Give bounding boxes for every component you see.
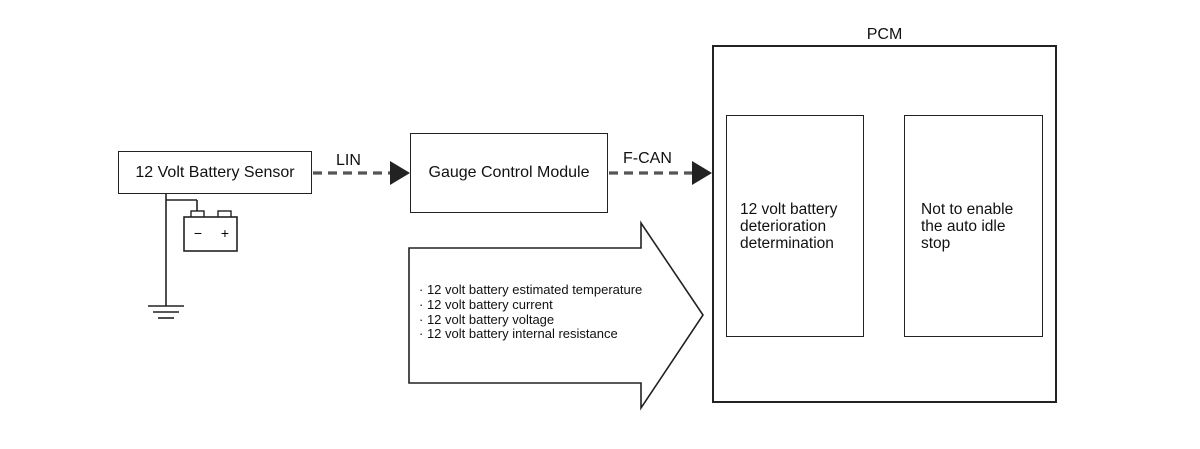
data-item-current: 12 volt battery current [419, 297, 642, 313]
lin-arrowhead [390, 161, 410, 185]
battery-positive-sign: + [221, 225, 229, 241]
battery-sensor-node: 12 Volt Battery Sensor [118, 151, 312, 194]
battery-sensor-label: 12 Volt Battery Sensor [135, 163, 295, 181]
battery-icon: − + [183, 210, 238, 252]
battery-negative-sign: − [194, 225, 202, 241]
data-item-resistance: 12 volt battery internal resistance [419, 327, 642, 342]
deterioration-determination-node: 12 volt battery deterioration determinat… [726, 115, 864, 337]
gauge-control-module-node: Gauge Control Module [410, 133, 608, 213]
data-item-voltage: 12 volt battery voltage [419, 312, 642, 328]
transmitted-data-list: 12 volt battery estimated temperature 12… [419, 282, 642, 342]
data-item-temperature: 12 volt battery estimated temperature [419, 282, 642, 298]
auto-idle-stop-node: Not to enable the auto idle stop [904, 115, 1043, 337]
gauge-control-module-label: Gauge Control Module [428, 164, 590, 181]
ground-icon [148, 305, 184, 319]
lin-label: LIN [336, 152, 361, 169]
pcm-label: PCM [866, 26, 903, 43]
fcan-label: F-CAN [623, 150, 672, 167]
fcan-arrowhead [692, 161, 712, 185]
